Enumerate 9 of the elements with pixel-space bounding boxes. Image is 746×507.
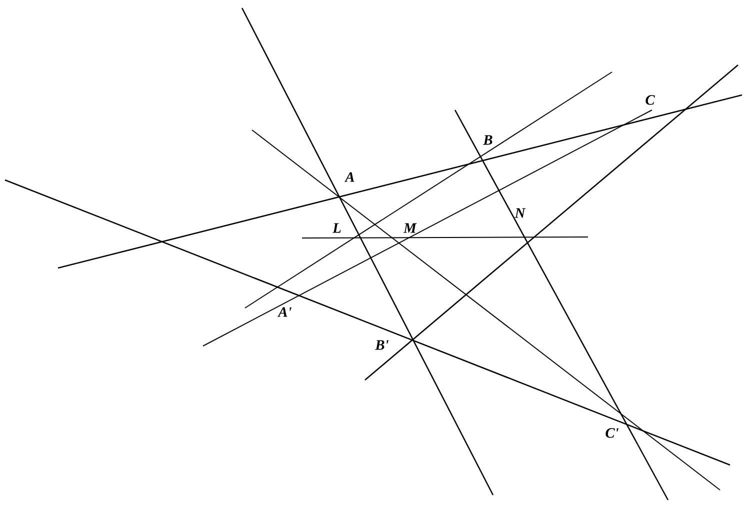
point-label: M: [403, 223, 417, 233]
point-label: C': [606, 428, 619, 438]
point-label: L: [332, 223, 341, 233]
point-label: B': [375, 340, 389, 350]
point-label: A: [344, 172, 354, 182]
point-label: N: [514, 208, 526, 218]
point-label: A': [277, 307, 292, 317]
point-label: C: [646, 95, 655, 105]
point-label: B: [483, 135, 492, 145]
